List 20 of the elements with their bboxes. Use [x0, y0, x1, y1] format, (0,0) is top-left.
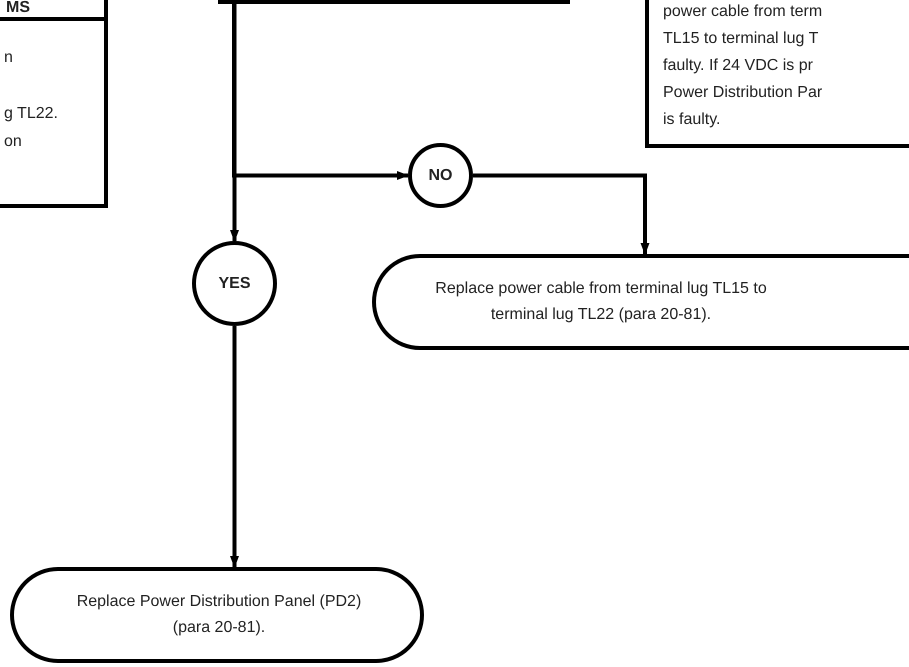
instruction-text: n [4, 48, 13, 68]
instruction-text: TL15 to terminal lug T [663, 29, 818, 49]
instruction-text: Power Distribution Par [663, 83, 822, 103]
instruction-text: Replace power cable from terminal lug TL15 to terminal lug TL22 (para 20-81). [434, 279, 768, 325]
action-box [372, 254, 909, 350]
instruction-text: Replace Power Distribution Panel (PD2) (para 20-81). [76, 592, 362, 638]
arrow [230, 326, 239, 568]
heading: MS [6, 0, 30, 16]
arrow [230, 4, 239, 242]
arrow [232, 4, 409, 180]
note-box [645, 0, 909, 148]
instruction-text: is faulty. [663, 110, 720, 130]
instruction-text: power cable from term [663, 2, 822, 22]
answer-label: NO [428, 166, 454, 186]
answer-label: YES [217, 274, 252, 294]
instruction-text: faulty. If 24 VDC is pr [663, 56, 813, 76]
note-box [0, 0, 108, 208]
instruction-text: g TL22. [4, 104, 58, 124]
arrow [473, 174, 650, 255]
instruction-text: on [4, 132, 22, 152]
